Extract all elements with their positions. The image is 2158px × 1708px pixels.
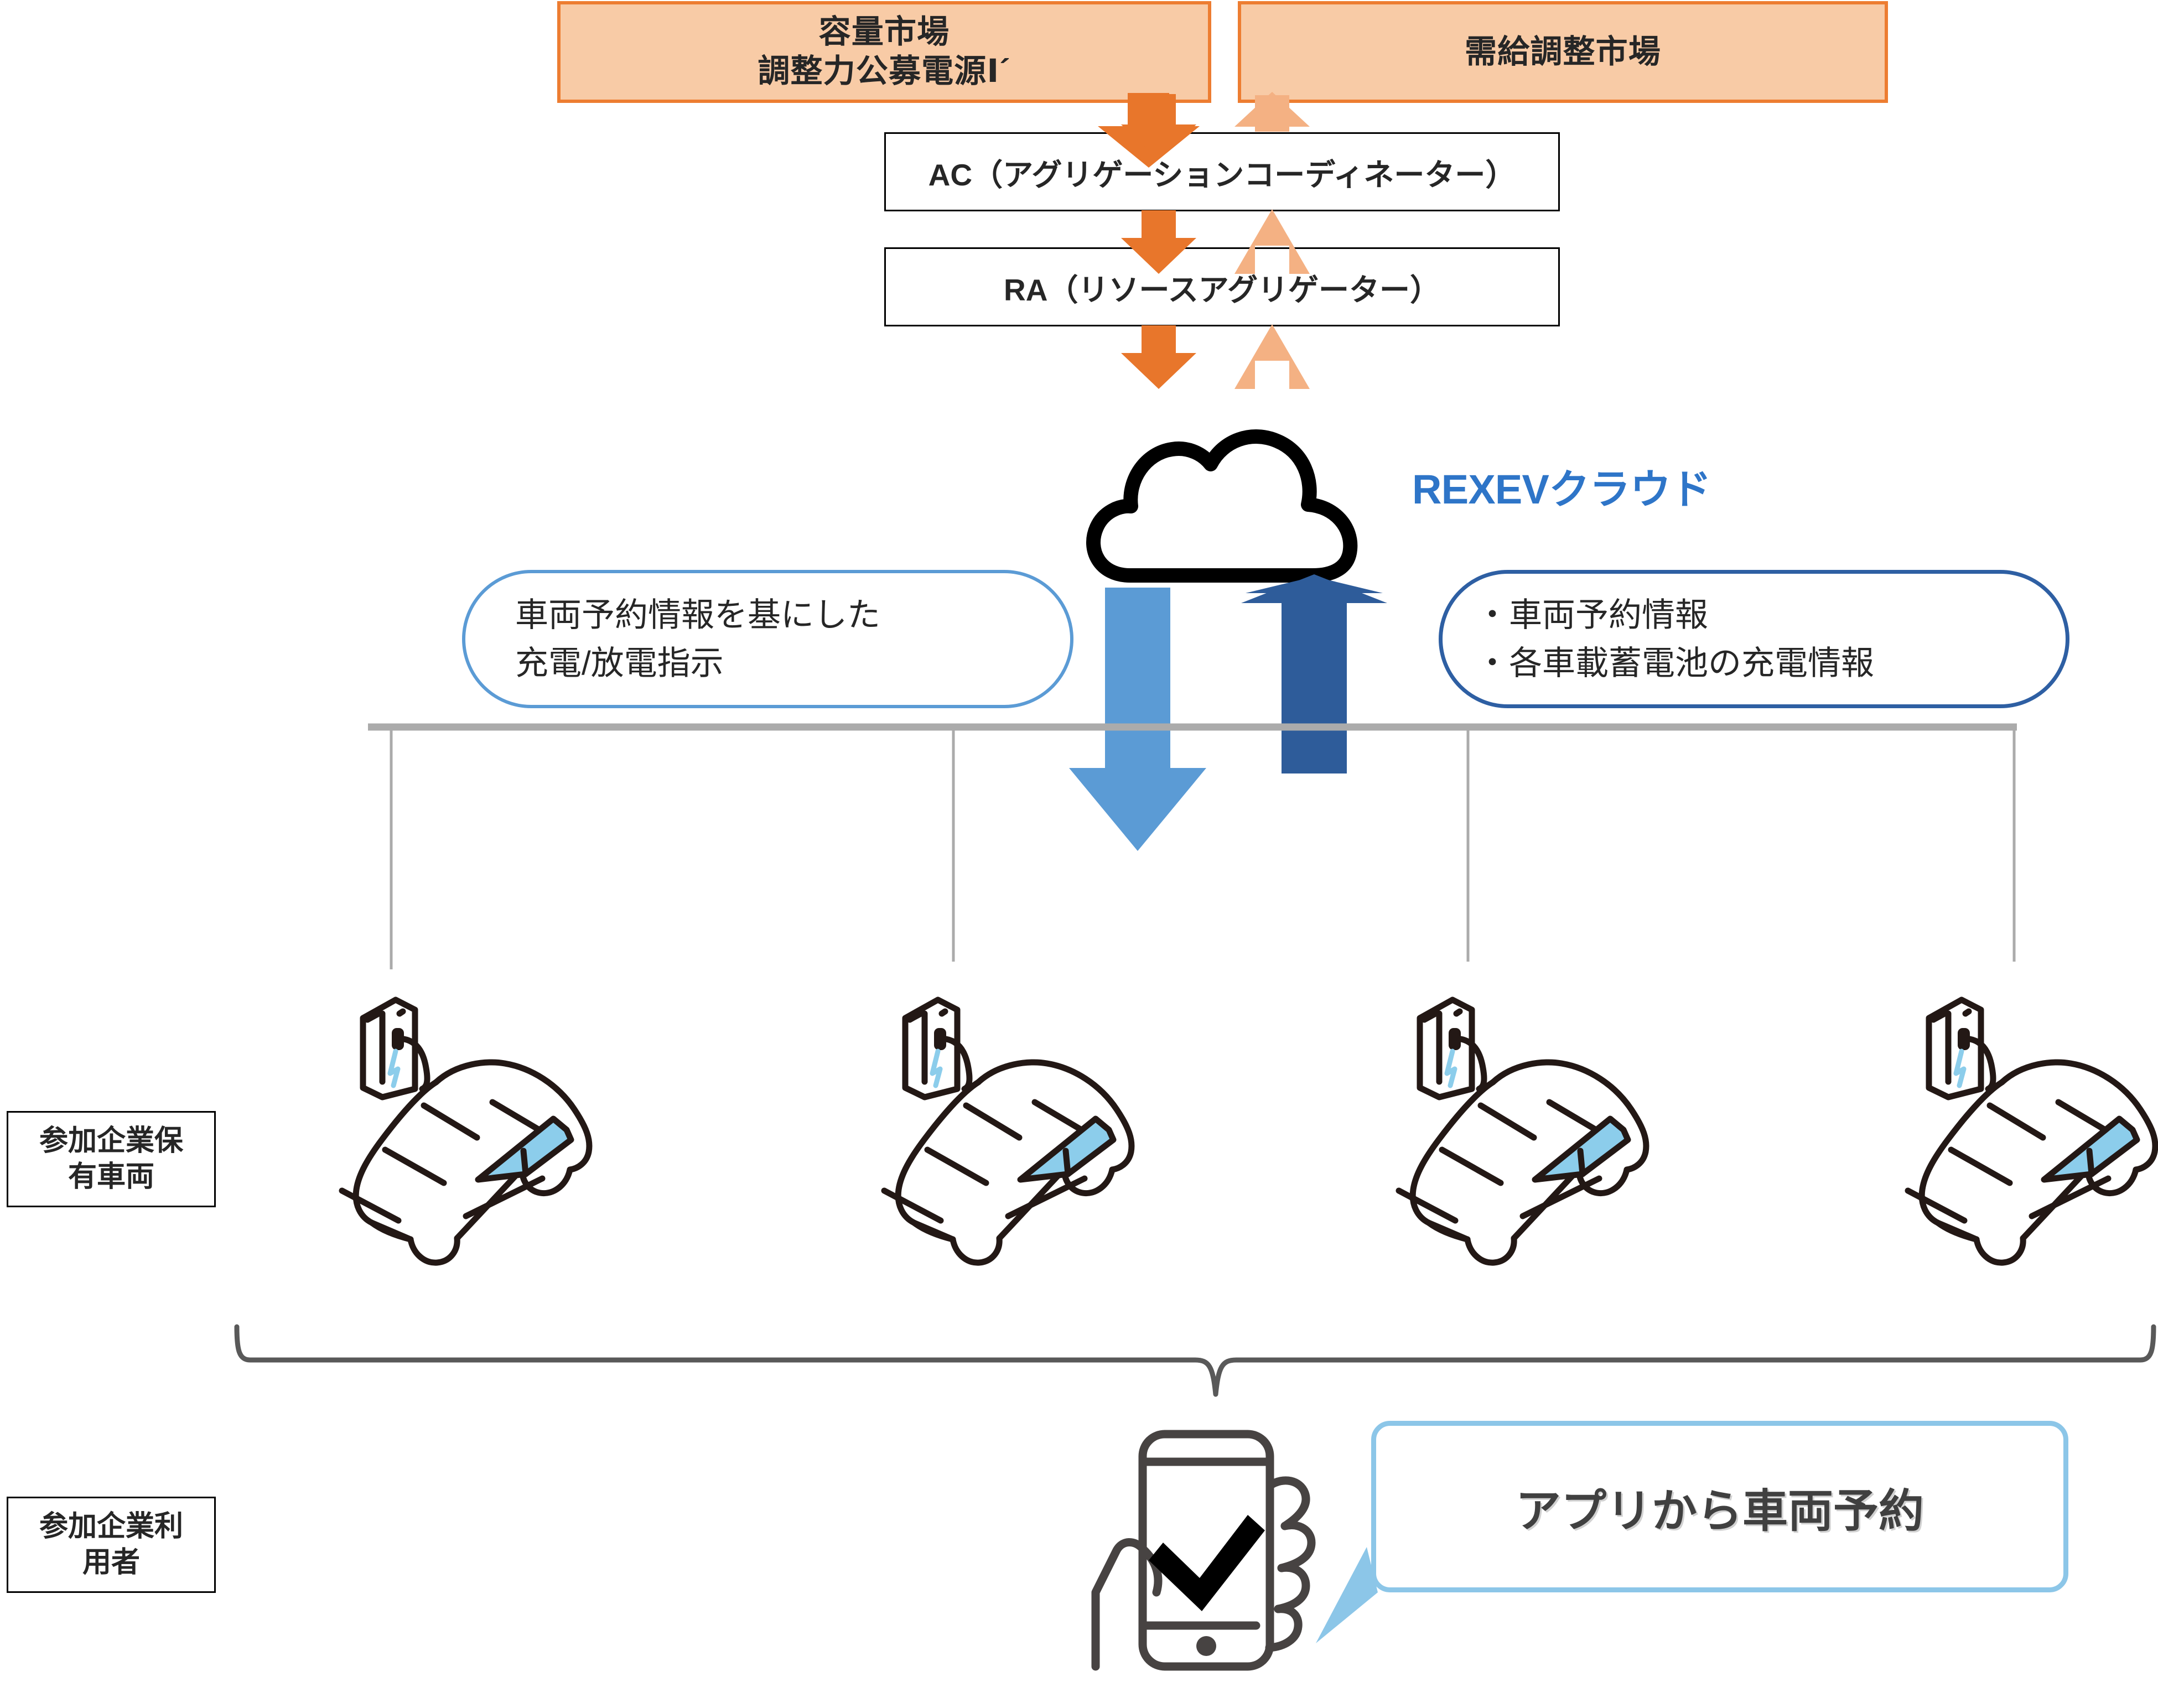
callout-charge-discharge-text: 車両予約情報を基にした 充電/放電指示 xyxy=(515,596,880,682)
arrow-cloud-to-vehicles-icon xyxy=(1069,588,1206,851)
market-box-capacity-line-1: 容量市場 xyxy=(818,14,950,50)
vehicle-2 xyxy=(881,996,1135,1266)
arrow-vehicles-to-cloud-icon xyxy=(1241,574,1387,773)
arrow-cloud-to-ra-icon xyxy=(1234,324,1310,389)
side-label-member-vehicles-line-2: 有車両 xyxy=(68,1161,154,1193)
app-reservation-balloon: アプリから車両予約 xyxy=(1371,1421,2068,1592)
entity-box-ra-label: RA（リソースアグリゲーター） xyxy=(1004,272,1440,307)
vehicle-4 xyxy=(1905,996,2158,1266)
market-box-capacity-line-2: 調整力公募電源Ⅰ´ xyxy=(758,53,1011,89)
entity-box-ac-label: AC（アグリゲーションコーディネーター） xyxy=(928,157,1516,192)
entity-box-ra: RA（リソースアグリゲーター） xyxy=(884,247,1560,326)
ev-charging-car-icon xyxy=(339,996,593,1266)
side-label-member-users-line-2: 用者 xyxy=(82,1546,140,1579)
callout-vehicle-info: ・車両予約情報 ・各車載蓄電池の充電情報 xyxy=(1439,570,2069,708)
side-label-member-vehicles-line-1: 参加企業保 xyxy=(39,1125,183,1157)
ev-charging-car-icon xyxy=(1396,996,1649,1266)
cloud-icon xyxy=(1086,429,1358,583)
smartphone-check-in-hand-icon xyxy=(1091,1430,1316,1671)
arrow-ra-to-cloud-icon xyxy=(1121,325,1196,389)
market-box-balancing-line-1: 需給調整市場 xyxy=(1465,33,1661,70)
app-reservation-balloon-text: アプリから車両予約 xyxy=(1515,1486,1924,1536)
callout-charge-discharge: 車両予約情報を基にした 充電/放電指示 xyxy=(462,570,1073,708)
vehicle-1 xyxy=(339,996,593,1266)
market-box-balancing: 需給調整市場 xyxy=(1238,1,1888,103)
side-label-member-users-line-1: 参加企業利 xyxy=(39,1510,183,1543)
ev-charging-car-icon xyxy=(1905,996,2158,1266)
ev-charging-car-icon xyxy=(881,996,1135,1266)
entity-box-ac: AC（アグリゲーションコーディネーター） xyxy=(884,132,1560,211)
side-label-member-users: 参加企業利 用者 xyxy=(7,1497,216,1593)
rexev-cloud-label: REXEVクラウド xyxy=(1412,466,1711,512)
vehicle-3 xyxy=(1396,996,1649,1266)
market-box-capacity: 容量市場 調整力公募電源Ⅰ´ xyxy=(557,1,1211,103)
callout-vehicle-info-text: ・車両予約情報 ・各車載蓄電池の充電情報 xyxy=(1476,596,1874,682)
side-label-member-vehicles: 参加企業保 有車両 xyxy=(7,1111,216,1207)
